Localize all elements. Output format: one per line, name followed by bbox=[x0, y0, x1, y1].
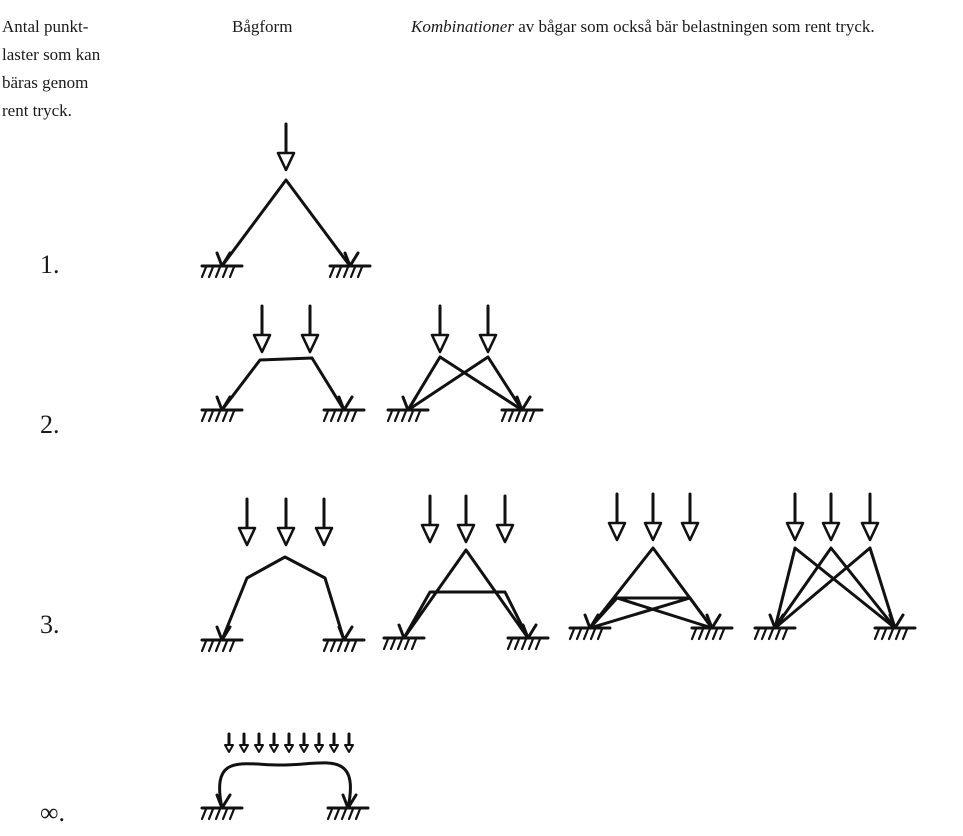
support-icon bbox=[200, 625, 244, 653]
arch-line bbox=[588, 596, 714, 630]
support-icon bbox=[506, 623, 550, 651]
combination-3-3 bbox=[753, 492, 917, 641]
header-arch-form: Bågform bbox=[232, 17, 293, 36]
load-arrow-icon bbox=[430, 304, 450, 354]
arch-line bbox=[588, 596, 714, 630]
header-combinations-text: av bågar som också bär belastningen som … bbox=[513, 17, 875, 36]
combination-3-2 bbox=[568, 492, 734, 641]
arch-line bbox=[773, 546, 897, 630]
arch-line bbox=[406, 355, 524, 412]
load-arrow-icon bbox=[456, 494, 476, 544]
load-arrow-icon bbox=[680, 492, 700, 542]
support-icon bbox=[322, 625, 366, 653]
arch-line bbox=[773, 546, 897, 630]
combination-2-1 bbox=[386, 304, 544, 423]
load-arrow-icon bbox=[276, 497, 296, 547]
arch-line bbox=[220, 555, 346, 642]
arch-line bbox=[402, 548, 530, 640]
load-arrow-icon bbox=[478, 304, 498, 354]
arch-form-infinite-loads bbox=[200, 732, 370, 821]
arch-form-1-load bbox=[200, 122, 372, 279]
load-arrow-icon bbox=[252, 304, 272, 354]
header-combinations: Kombinationer av bågar som också bär bel… bbox=[411, 13, 963, 41]
load-arrow-icon bbox=[276, 122, 296, 172]
arch-form-2-loads bbox=[200, 304, 366, 423]
load-arrow-icon bbox=[860, 492, 880, 542]
support-icon bbox=[200, 793, 244, 821]
load-arrow-icon bbox=[300, 304, 320, 354]
arch-line bbox=[406, 355, 524, 412]
support-icon bbox=[200, 395, 244, 423]
row-label-2: 2. bbox=[40, 410, 60, 439]
arch-line bbox=[588, 546, 714, 630]
arch-curve bbox=[218, 761, 352, 810]
load-arrow-icon bbox=[237, 497, 257, 547]
header-count-line: laster som kan bbox=[2, 45, 101, 64]
load-arrow-icon bbox=[420, 494, 440, 544]
load-arrow-icon bbox=[607, 492, 627, 542]
header-number-of-loads: Antal punkt- laster som kan bäras genom … bbox=[2, 13, 162, 125]
arch-line bbox=[220, 356, 346, 412]
load-arrow-icon bbox=[495, 494, 515, 544]
combination-3-1 bbox=[382, 494, 550, 651]
arch-form-3-loads bbox=[200, 497, 366, 653]
support-icon bbox=[690, 613, 734, 641]
support-icon bbox=[753, 613, 797, 641]
distributed-load-arrows-icon bbox=[223, 732, 355, 754]
row-label-1: 1. bbox=[40, 250, 60, 279]
header-count-line: Antal punkt- bbox=[2, 17, 89, 36]
load-arrow-icon bbox=[643, 492, 663, 542]
header-count-line: bäras genom bbox=[2, 73, 89, 92]
load-arrow-icon bbox=[785, 492, 805, 542]
support-icon bbox=[328, 251, 372, 279]
support-icon bbox=[326, 793, 370, 821]
support-icon bbox=[200, 251, 244, 279]
support-icon bbox=[568, 613, 612, 641]
arch-line bbox=[220, 178, 352, 268]
support-icon bbox=[322, 395, 366, 423]
load-arrow-icon bbox=[821, 492, 841, 542]
arch-line bbox=[773, 546, 897, 630]
header-combinations-italic: Kombinationer bbox=[411, 17, 514, 36]
header-count-line: rent tryck. bbox=[2, 101, 72, 120]
row-label-3: 3. bbox=[40, 610, 60, 639]
row-label-infinity: ∞. bbox=[40, 798, 66, 827]
support-icon bbox=[382, 623, 426, 651]
arch-line bbox=[402, 590, 530, 640]
load-arrow-icon bbox=[314, 497, 334, 547]
